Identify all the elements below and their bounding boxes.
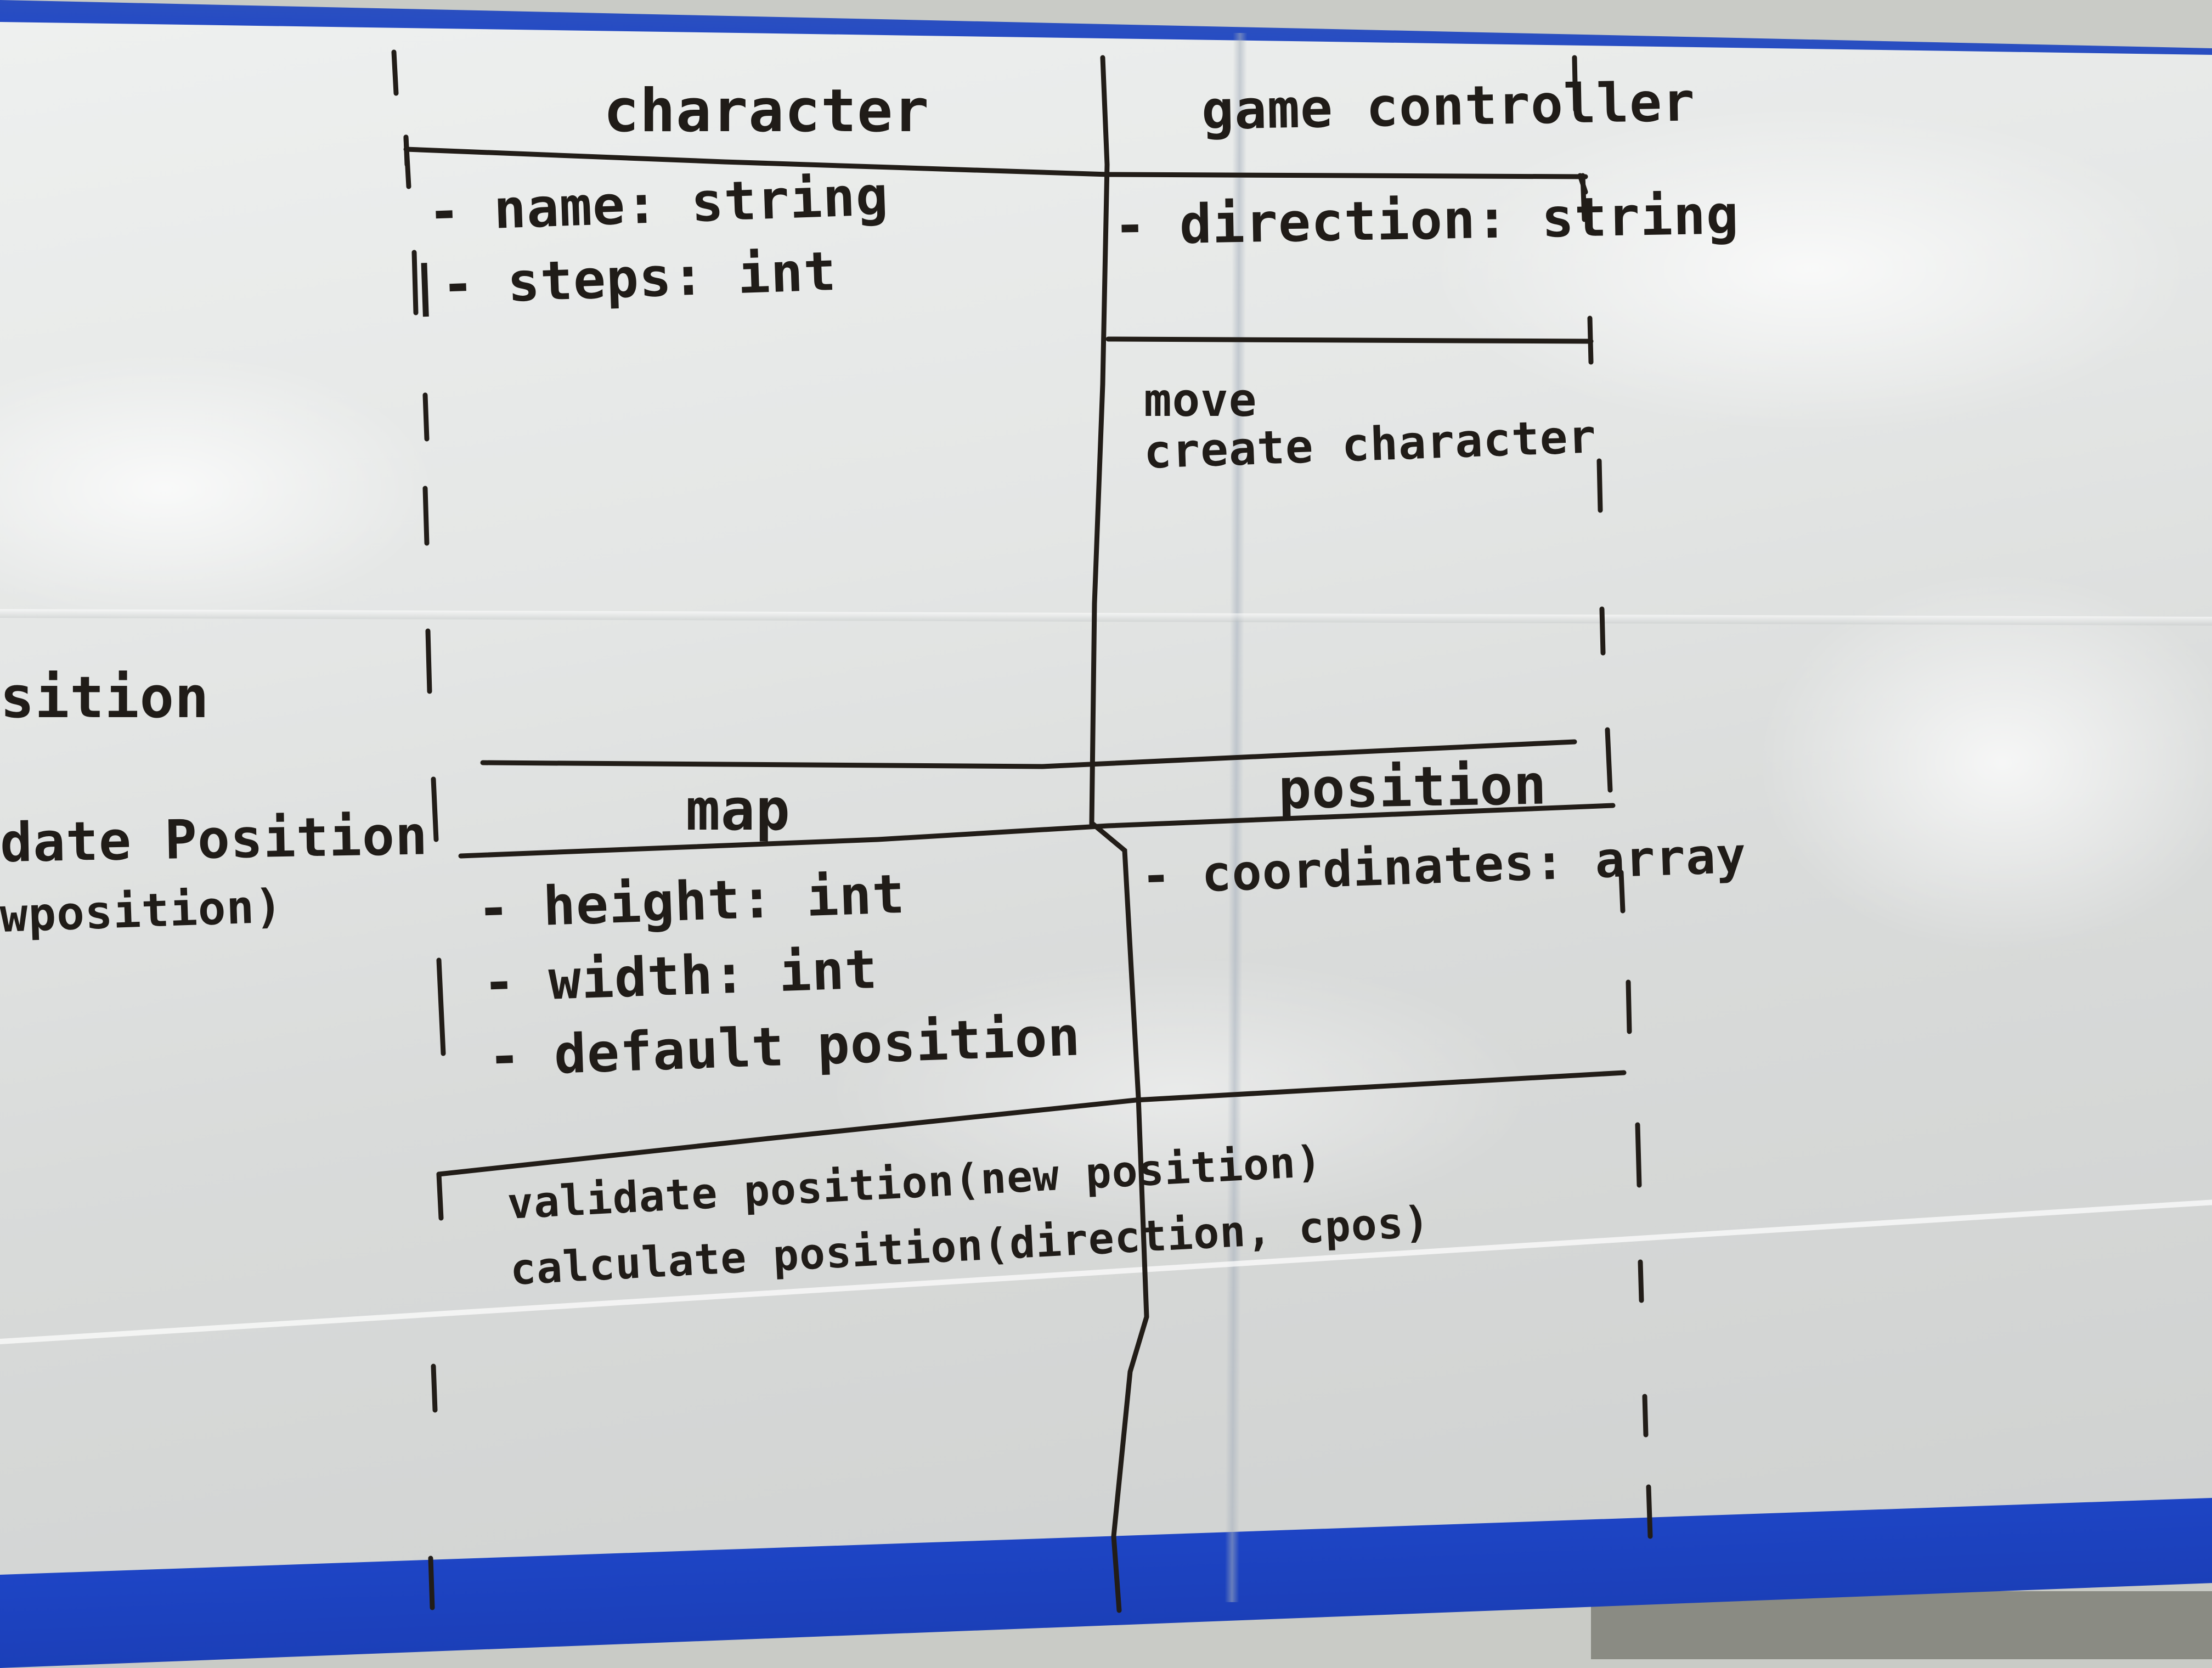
left-fragment-line1: sition <box>0 664 210 731</box>
game-controller-class-name: game controller <box>1201 71 1696 142</box>
center-vertical-divider <box>1089 55 1149 1613</box>
game-controller-attr-direction: - direction: string <box>1113 184 1740 257</box>
game-controller-method-move: move <box>1144 373 1257 427</box>
glare-lower <box>823 955 1536 1229</box>
character-class-name: character <box>603 77 930 145</box>
left-fragment-line3: wposition) <box>0 879 284 943</box>
map-method-divider <box>436 1070 1627 1177</box>
map-position-header-divider <box>458 803 1616 859</box>
glare-right-middle <box>1756 571 2212 955</box>
map-class-name: map <box>686 776 791 843</box>
glare-right <box>1426 104 2194 433</box>
character-header-divider <box>403 146 1588 179</box>
game-controller-divider <box>1105 336 1594 344</box>
position-class-name: position <box>1277 752 1548 821</box>
left-fragment-line2: date Position <box>0 804 428 875</box>
map-position-top-line <box>480 739 1577 769</box>
glare-left <box>0 351 439 626</box>
